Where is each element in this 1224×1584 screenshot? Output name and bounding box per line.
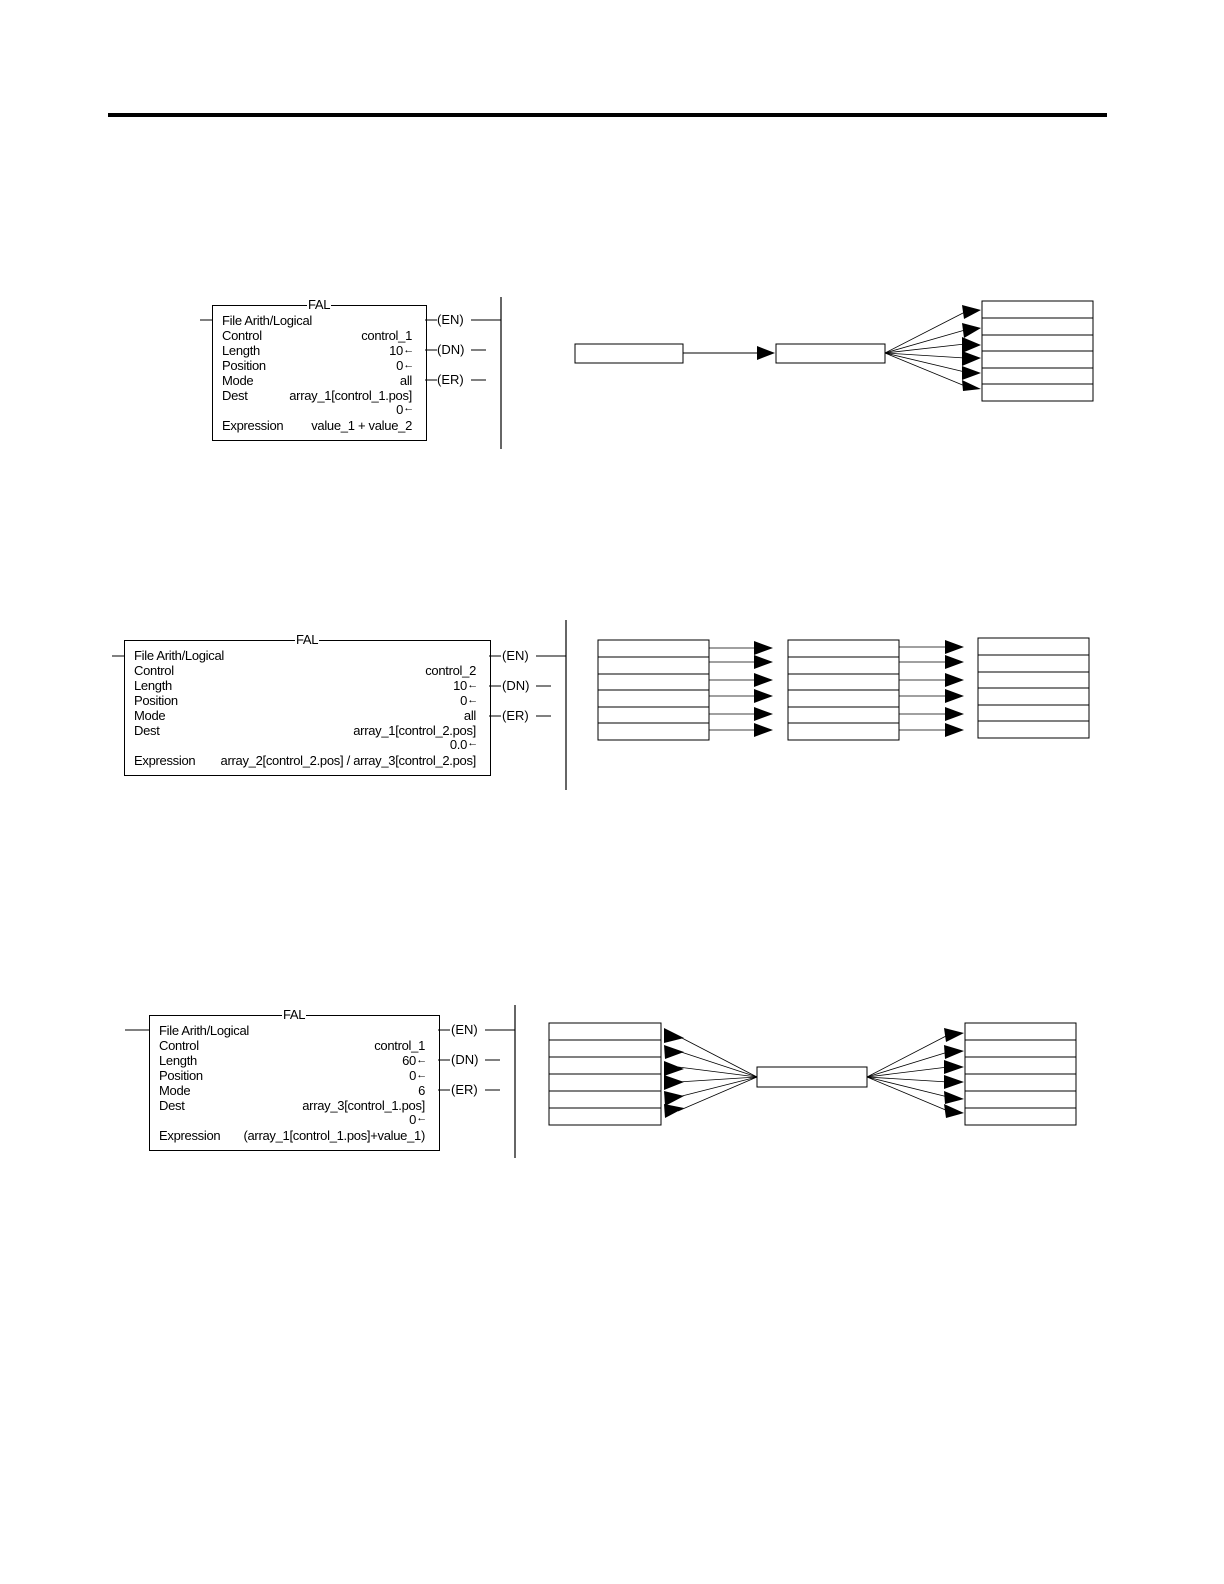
source-array [597, 639, 710, 741]
control-value: control_2 [425, 663, 476, 678]
fan-out-heads [944, 1028, 964, 1118]
position-value: 0 [460, 693, 467, 708]
dest-array [977, 637, 1090, 739]
coil-en: (EN) [437, 312, 464, 327]
coil-dn: (DN) [502, 678, 530, 693]
position-value: 0 [409, 1068, 416, 1083]
mode-value: all [399, 373, 412, 388]
coil-en: (EN) [502, 648, 529, 663]
middle-array [787, 639, 900, 741]
expression-label: Expression [159, 1128, 221, 1143]
position-value: 0 [396, 358, 403, 373]
instruction-title: File Arith/Logical [134, 648, 224, 663]
parallel-arrows-1 [709, 647, 760, 731]
dest-arrow-icon: ← [416, 1112, 427, 1124]
mode-label: Mode [134, 708, 166, 723]
parallel-arrows-2 [899, 646, 950, 731]
control-label: Control [134, 663, 174, 678]
position-arrow-icon: ← [416, 1069, 427, 1081]
middle-single-box [756, 1066, 868, 1088]
control-value: control_1 [361, 328, 412, 343]
expression-value: array_2[control_2.pos] / array_3[control… [220, 753, 477, 768]
parallel-heads-1 [754, 641, 773, 737]
fan-out-heads [962, 305, 981, 391]
length-label: Length [159, 1053, 197, 1068]
dest-array [964, 1022, 1077, 1126]
coil-er: (ER) [502, 708, 529, 723]
arrow-head [757, 346, 775, 360]
fan-out-arrows [884, 311, 966, 387]
dest-value: array_1[control_2.pos] [353, 723, 476, 738]
mode-label: Mode [159, 1083, 191, 1098]
dest-label: Dest [159, 1098, 185, 1113]
control-label: Control [222, 328, 262, 343]
length-label: Length [134, 678, 172, 693]
coil-er: (ER) [451, 1082, 478, 1097]
position-arrow-icon: ← [403, 359, 414, 371]
dest-label: Dest [222, 388, 248, 403]
mode-label: Mode [222, 373, 254, 388]
control-value: control_1 [374, 1038, 425, 1053]
instruction-title: File Arith/Logical [222, 313, 312, 328]
fal-block-1[interactable] [212, 305, 427, 441]
dest-label: Dest [134, 723, 160, 738]
mode-value: all [463, 708, 476, 723]
expression-label: Expression [222, 418, 284, 433]
coil-er: (ER) [437, 372, 464, 387]
length-value: 10 [453, 678, 467, 693]
fal-block-2[interactable] [124, 640, 491, 776]
dest-current-value: 0.0 [449, 737, 467, 752]
dest-value: array_3[control_1.pos] [302, 1098, 425, 1113]
length-value: 10 [389, 343, 403, 358]
top-rule [108, 113, 1107, 117]
source-array [548, 1022, 662, 1126]
control-label: Control [159, 1038, 199, 1053]
instruction-name: FAL [282, 1007, 307, 1022]
instruction-name: FAL [295, 632, 320, 647]
parallel-heads-2 [945, 640, 964, 737]
dest-arrow-icon: ← [467, 737, 478, 749]
coil-dn: (DN) [437, 342, 465, 357]
position-label: Position [159, 1068, 203, 1083]
dest-current-value: 0 [409, 1112, 416, 1127]
coil-dn: (DN) [451, 1052, 479, 1067]
length-label: Length [222, 343, 260, 358]
instruction-name: FAL [307, 297, 332, 312]
mode-value: 6 [418, 1083, 425, 1098]
fan-in-lines [677, 1035, 758, 1112]
position-arrow-icon: ← [467, 694, 478, 706]
instruction-title: File Arith/Logical [159, 1023, 249, 1038]
fan-out-lines [866, 1034, 949, 1112]
dest-array [981, 300, 1094, 402]
length-arrow-icon: ← [403, 344, 414, 356]
expression-value: (array_1[control_1.pos]+value_1) [243, 1128, 425, 1143]
dest-value: array_1[control_1.pos] [289, 388, 412, 403]
position-label: Position [134, 693, 178, 708]
coil-en: (EN) [451, 1022, 478, 1037]
fan-in-heads [664, 1028, 684, 1118]
expression-label: Expression [134, 753, 196, 768]
dest-arrow-icon: ← [403, 402, 414, 414]
expression-value: value_1 + value_2 [311, 418, 412, 433]
length-value: 60 [402, 1053, 416, 1068]
middle-single-box [775, 343, 886, 364]
position-label: Position [222, 358, 266, 373]
dest-current-value: 0 [396, 402, 403, 417]
length-arrow-icon: ← [416, 1054, 427, 1066]
length-arrow-icon: ← [467, 679, 478, 691]
